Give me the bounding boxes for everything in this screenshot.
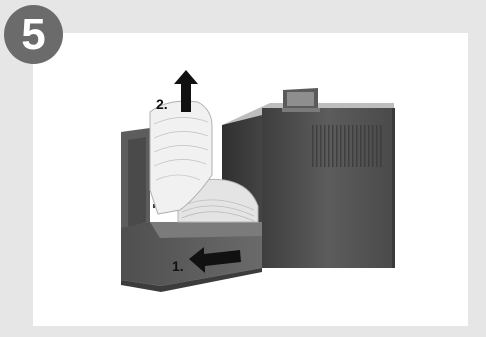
step-1-label: 1.	[172, 258, 184, 274]
step-2-label: 2.	[156, 96, 168, 112]
control-display	[282, 88, 320, 112]
